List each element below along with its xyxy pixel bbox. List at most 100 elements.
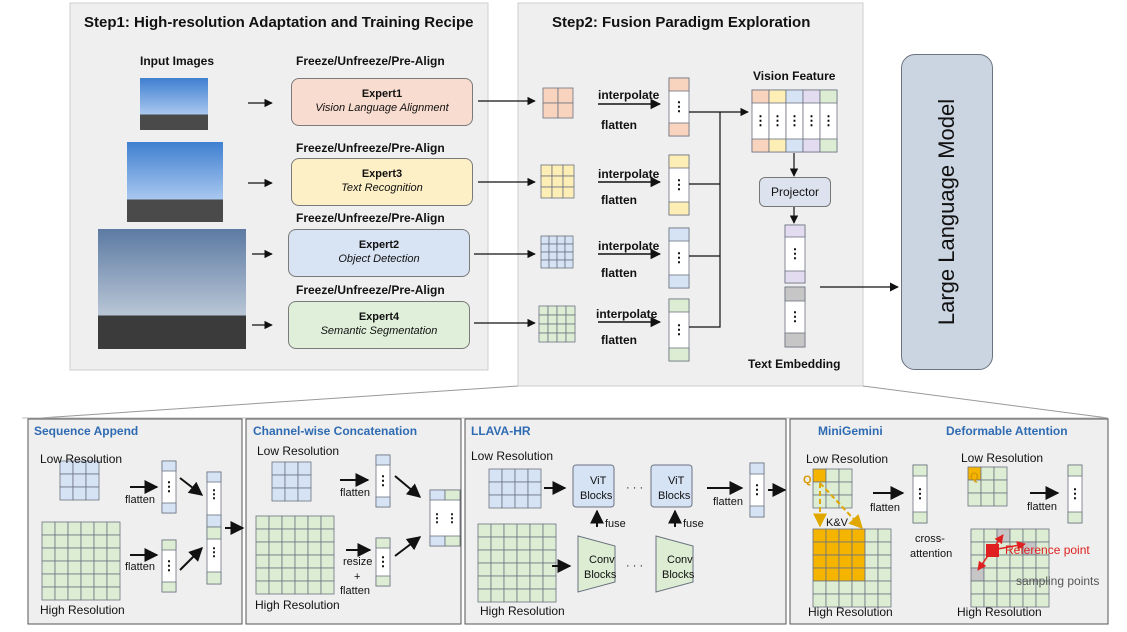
lh-dots-2: · · · [626,560,644,572]
da-offset-1 [991,534,1004,551]
sa-vec-low-bottom [161,502,177,514]
mg-dash-2 [819,482,863,530]
merge-line-4 [689,112,721,328]
da-q: Q [970,471,979,483]
input-images-label: Input Images [140,54,215,68]
token-vector-4-top [668,298,690,313]
cc-plus: + [354,571,361,583]
cc-vec-high-top [375,537,391,549]
sa-flatten-1: flatten [125,494,155,506]
lh-low-label: Low Resolution [471,449,554,463]
lh-low-grid [488,468,542,509]
sa-vec-high-top [161,539,177,551]
expert1-desc: Vision Language Alignment [315,102,449,114]
mg-cross-1: cross- [915,533,945,545]
vision-feature-col-bottom-1 [768,138,787,153]
expert4-desc: Semantic Segmentation [320,325,438,337]
da-high-label: High Resolution [957,605,1042,619]
projected-vector-top [784,224,806,238]
da-high-grid [970,528,1050,608]
expert3-box: Expert3 Text Recognition [291,158,473,206]
mg-high-label: High Resolution [808,605,893,619]
lh-vit2-a: ViT [668,475,685,487]
lh-conv-block-2 [655,535,694,593]
vision-feature-col-bottom-3 [802,138,821,153]
sa-flatten-2: flatten [125,561,155,573]
lh-vit2-b: Blocks [658,490,691,502]
token-vector-4-dots: ⋮ [673,322,686,337]
text-embedding-vector-dots: ⋮ [789,309,802,324]
token-vector-3-bottom [668,274,690,289]
vision-feature-col-bottom-2 [785,138,804,153]
token-vector-2-bottom [668,201,690,216]
sa-vec-low-dots: ⋮ [163,479,176,494]
large-language-model-box: Large Language Model [901,54,993,370]
feature-grid-expert3 [540,164,575,199]
text-embedding-label: Text Embedding [748,357,841,371]
lh-fuse-1: fuse [605,518,626,530]
feature-grid-expert4 [538,305,576,343]
vision-feature-col-top-2 [785,89,804,104]
flatten-2: flatten [601,193,637,207]
token-vector-4-bottom [668,347,690,362]
sa-seq-mid2 [206,526,222,540]
projected-vector-dots: ⋮ [789,246,802,261]
projector-box: Projector [759,177,831,207]
lh-high-grid [477,523,557,603]
sa-vec-low-top [161,460,177,472]
lh-conv1-a: Conv [589,554,615,566]
cc-arrow-3 [394,475,422,498]
deformable-title: Deformable Attention [946,424,1068,438]
interpolate-1: interpolate [598,88,660,102]
text-embedding-vector-bottom [784,332,806,348]
lh-out-vec-top [749,462,765,475]
channel-concat-title: Channel-wise Concatenation [253,424,418,438]
interpolate-4: interpolate [596,307,658,321]
sequence-append-title: Sequence Append [34,424,139,438]
sa-seq-dots-1: ⋮ [208,545,220,559]
step1-title: Step1: High-resolution Adaptation and Tr… [84,14,474,31]
token-vector-3-dots: ⋮ [673,250,686,265]
cc-resize: resize [343,556,373,568]
lh-high-label: High Resolution [480,604,565,618]
cc-flatten-2: flatten [340,585,370,597]
cc-vec-high-dots: ⋮ [377,554,390,569]
cc-concat-dots-1: ⋮ [446,511,458,525]
da-reference-point: Reference point [1005,543,1090,557]
da-low-grid [967,466,1008,507]
freeze-label-3: Freeze/Unfreeze/Pre-Align [296,211,445,225]
sa-high-label: High Resolution [40,603,125,617]
vision-feature-dots-3: ⋮ [805,113,818,128]
lh-conv2-b: Blocks [662,569,695,581]
da-offset-3 [991,541,1026,551]
flatten-3: flatten [601,266,637,280]
flatten-4: flatten [601,333,637,347]
vision-feature-col-bottom-4 [819,138,838,153]
cc-concat-bl [429,535,446,547]
mg-out-vec-dots: ⋮ [914,486,927,501]
expert3-desc: Text Recognition [341,182,423,194]
lh-dots-1: · · · [626,482,644,494]
sa-arrow-3 [179,477,204,496]
vision-feature-col-top-4 [819,89,838,104]
lh-vit-block-2 [650,464,693,508]
lh-fuse-2: fuse [683,518,704,530]
cc-arrow-4 [394,536,422,557]
vision-feature-dots-1: ⋮ [771,113,784,128]
sa-vec-high-bottom [161,581,177,593]
da-sampling-points: sampling points [1016,574,1100,588]
mg-q: Q [803,474,812,486]
text-embedding-vector-top [784,286,806,302]
da-out-vec-top [1067,464,1083,477]
interpolate-3: interpolate [598,239,660,253]
lh-conv-block-1 [577,535,616,593]
da-low-label: Low Resolution [961,451,1044,465]
expert1-box: Expert1 Vision Language Alignment [291,78,473,126]
lh-conv2-a: Conv [667,554,693,566]
expert2-desc: Object Detection [338,253,420,265]
llm-label: Large Language Model [934,98,959,326]
cc-concat-dots-0: ⋮ [431,511,443,525]
mg-low-grid [812,468,853,509]
token-vector-1-top [668,77,690,92]
input-image-large [98,229,246,349]
